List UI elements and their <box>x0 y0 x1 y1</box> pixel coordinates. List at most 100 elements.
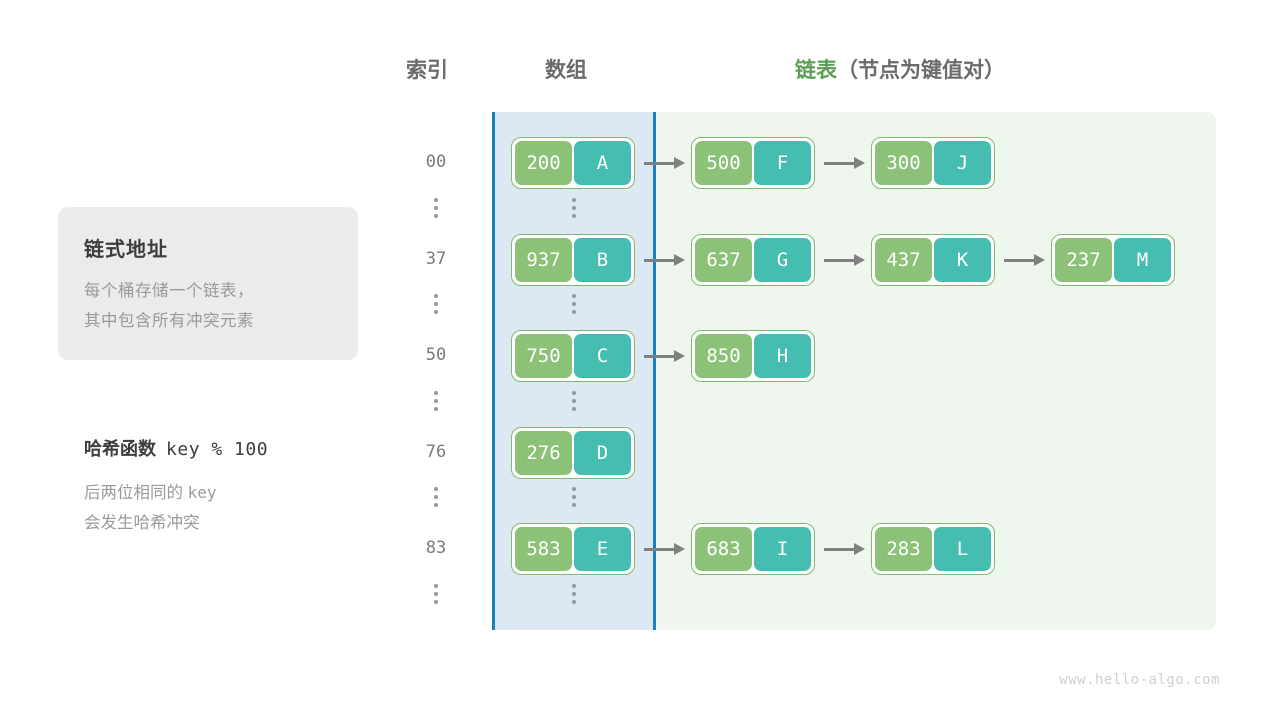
node-value: A <box>574 141 631 185</box>
array-ellipsis <box>548 294 600 314</box>
column-header-index: 索引 <box>406 59 448 82</box>
ellipsis-dot <box>572 592 576 596</box>
hash-function-body-line-2: 会发生哈希冲突 <box>84 514 200 532</box>
index-label: 50 <box>425 345 447 365</box>
node-key: 850 <box>695 334 752 378</box>
index-ellipsis <box>410 487 462 507</box>
ellipsis-dot <box>572 214 576 218</box>
node-key: 276 <box>515 431 572 475</box>
ellipsis-dot <box>434 487 438 491</box>
ellipsis-dot <box>434 584 438 588</box>
index-ellipsis <box>410 198 462 218</box>
ellipsis-dot <box>434 407 438 411</box>
index-label: 37 <box>425 249 447 269</box>
info-card-body: 每个桶存储一个链表， 其中包含所有冲突元素 <box>84 276 254 336</box>
index-label: 83 <box>425 538 447 558</box>
node-value: C <box>574 334 631 378</box>
ellipsis-dot <box>434 600 438 604</box>
arrow-shaft <box>644 354 674 358</box>
arrow-shaft <box>824 161 854 165</box>
column-header-linkedlist-main: 链表 <box>795 59 837 82</box>
node-key: 200 <box>515 141 572 185</box>
column-header-array: 数组 <box>545 59 587 82</box>
hash-function-body-line-1-text: 后两位相同的 <box>84 484 183 502</box>
arrow-shaft <box>644 258 674 262</box>
info-card-title: 链式地址 <box>84 239 168 261</box>
ellipsis-dot <box>572 206 576 210</box>
arrow-shaft <box>824 547 854 551</box>
chain-arrow <box>1004 254 1045 266</box>
array-ellipsis <box>548 487 600 507</box>
ellipsis-dot <box>434 310 438 314</box>
arrow-shaft <box>1004 258 1034 262</box>
hash-function-expression: key % 100 <box>166 439 269 460</box>
chain-arrow <box>824 157 865 169</box>
chain-arrow <box>644 543 685 555</box>
arrow-head <box>674 157 685 169</box>
arrow-head <box>854 157 865 169</box>
node-value: I <box>754 527 811 571</box>
arrow-head <box>674 254 685 266</box>
arrow-shaft <box>644 161 674 165</box>
ellipsis-dot <box>572 302 576 306</box>
ellipsis-dot <box>572 407 576 411</box>
ellipsis-dot <box>434 495 438 499</box>
node-key: 683 <box>695 527 752 571</box>
node-value: K <box>934 238 991 282</box>
hash-function-title-label: 哈希函数 <box>84 439 156 459</box>
chain-arrow <box>824 254 865 266</box>
node-value: D <box>574 431 631 475</box>
ellipsis-dot <box>572 584 576 588</box>
node-key: 437 <box>875 238 932 282</box>
ellipsis-dot <box>434 294 438 298</box>
ellipsis-dot <box>572 399 576 403</box>
node-value: M <box>1114 238 1171 282</box>
index-label: 00 <box>425 152 447 172</box>
node-key: 750 <box>515 334 572 378</box>
node-key: 283 <box>875 527 932 571</box>
hash-function-body: 后两位相同的 key 会发生哈希冲突 <box>84 478 217 538</box>
array-ellipsis <box>548 391 600 411</box>
info-card <box>58 207 358 360</box>
ellipsis-dot <box>572 495 576 499</box>
ellipsis-dot <box>434 198 438 202</box>
node-key: 937 <box>515 238 572 282</box>
ellipsis-dot <box>572 310 576 314</box>
chain-arrow <box>644 157 685 169</box>
array-ellipsis <box>548 584 600 604</box>
ellipsis-dot <box>572 294 576 298</box>
column-header-linkedlist: 链表（节点为键值对） <box>795 54 1005 84</box>
ellipsis-dot <box>434 206 438 210</box>
node-value: E <box>574 527 631 571</box>
node-value: H <box>754 334 811 378</box>
index-label: 76 <box>425 442 447 462</box>
ellipsis-dot <box>572 600 576 604</box>
watermark: www.hello-algo.com <box>1059 672 1220 688</box>
node-key: 500 <box>695 141 752 185</box>
node-value: G <box>754 238 811 282</box>
node-value: L <box>934 527 991 571</box>
chain-arrow <box>824 543 865 555</box>
node-value: B <box>574 238 631 282</box>
ellipsis-dot <box>434 214 438 218</box>
ellipsis-dot <box>434 503 438 507</box>
arrow-head <box>854 254 865 266</box>
index-ellipsis <box>410 294 462 314</box>
chain-arrow <box>644 350 685 362</box>
ellipsis-dot <box>572 503 576 507</box>
ellipsis-dot <box>434 391 438 395</box>
arrow-head <box>1034 254 1045 266</box>
ellipsis-dot <box>434 302 438 306</box>
column-header-linkedlist-sub: （节点为键值对） <box>837 59 1005 82</box>
